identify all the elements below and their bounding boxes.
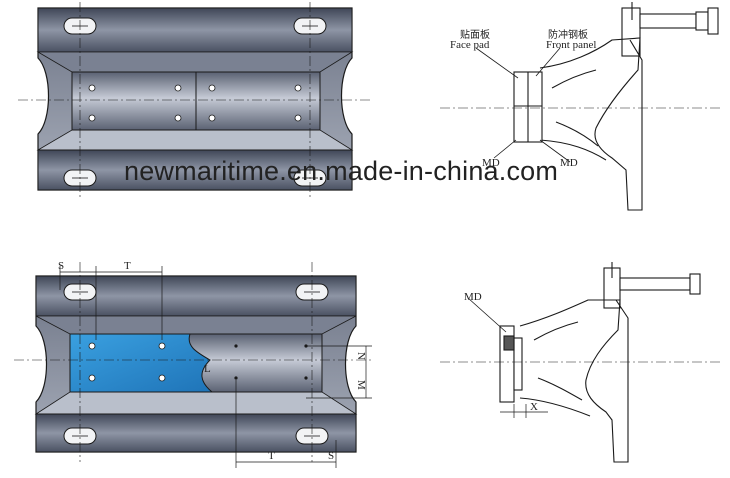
fender-front-view-bottom	[14, 262, 372, 468]
md-label-bottom: MD	[464, 291, 482, 303]
fender-side-section-top	[440, 2, 720, 211]
dim-n: N	[355, 352, 367, 360]
dim-t-bottom: T	[268, 450, 275, 462]
front-panel-cn-label: 防冲钢板	[548, 28, 588, 41]
dim-t-top: T	[124, 260, 131, 272]
dim-s-top: S	[58, 260, 64, 272]
face-pad-cn-label: 贴面板	[460, 28, 490, 41]
dim-s-bottom: S	[328, 450, 334, 462]
fender-front-view-top	[18, 2, 372, 200]
md-label-top-left: MD	[482, 157, 500, 169]
front-panel-cutaway	[69, 333, 214, 393]
watermark-text: newmaritime.en.made-in-china.com	[124, 156, 558, 186]
front-panel-en-label: Front panel	[546, 39, 596, 51]
md-label-top-right: MD	[560, 157, 578, 169]
dim-l: L	[204, 363, 211, 375]
dim-m: M	[355, 380, 367, 390]
dim-x: X	[530, 401, 538, 413]
face-pad-en-label: Face pad	[450, 39, 490, 51]
fender-side-section-bottom	[440, 262, 720, 463]
